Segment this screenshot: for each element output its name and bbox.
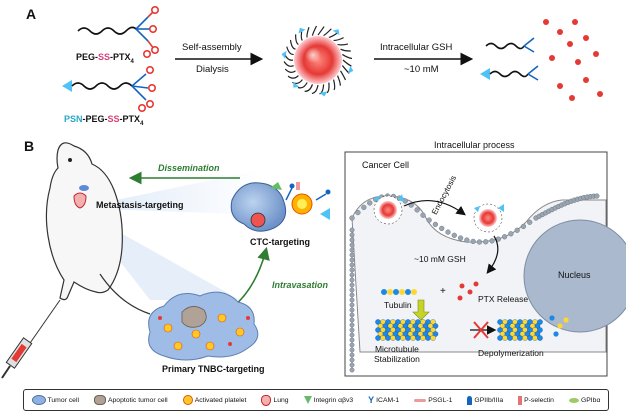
tubulin <box>381 289 417 295</box>
legend-item-platelet: Activated platelet <box>182 395 246 405</box>
nucleus <box>523 219 626 333</box>
ptx-release-label: PTX Release <box>478 294 529 304</box>
legend: Tumor cell Apoptotic tumor cell Activate… <box>23 389 609 411</box>
nucleus-label: Nucleus <box>558 270 591 280</box>
gpiib-icon <box>467 395 473 405</box>
apoptotic-cell-icon <box>93 395 106 405</box>
legend-item-p-selectin: P-selectin <box>518 395 554 405</box>
endocytosis-arrow <box>403 200 466 216</box>
self-assembly-label: Self-assembly <box>182 42 242 53</box>
psn-peg-ss-ptx-label: PSN-PEG-SS-PTX4 <box>64 114 144 127</box>
depolymerization-label: Depolymerization <box>478 348 544 358</box>
ctc-targeting-label: CTC-targeting <box>250 237 310 247</box>
light-beam-upper <box>78 170 260 215</box>
ptx-molecules <box>457 281 479 301</box>
mouse-illustration <box>45 142 151 315</box>
blocked-arrow <box>470 321 497 339</box>
legend-item-tumor-cell: Tumor cell <box>31 395 79 405</box>
legend-item-gpiib: GPIIb/IIIa <box>467 395 503 405</box>
tubulin-label: Tubulin <box>384 300 412 310</box>
legend-item-integrin: Integrin αβν3 <box>303 396 353 404</box>
platelet-icon <box>182 395 193 405</box>
p-selectin-icon <box>518 395 523 405</box>
intracellular-gsh-label: Intracellular GSH <box>380 42 453 53</box>
molecule-peg-ss-ptx <box>77 6 160 58</box>
down-arrow <box>412 299 430 321</box>
panel-b-label: B <box>24 138 35 154</box>
legend-item-apoptotic: Apoptotic tumor cell <box>93 395 168 405</box>
tumor-cell-icon <box>31 395 46 405</box>
gsh-concentration-label: ~10 mM <box>404 64 439 75</box>
micelle-outside <box>373 194 404 225</box>
primary-tnbc-label: Primary TNBC-targeting <box>162 364 265 374</box>
cancer-cell-label: Cancer Cell <box>362 160 410 170</box>
gsh-release-arrow <box>486 235 499 274</box>
microtubule-stabilization-label: Microtubule Stabilization <box>374 344 420 364</box>
legend-item-gpib: GPIbα <box>568 397 600 404</box>
dissemination-label: Dissemination <box>158 163 220 173</box>
metastasis-targeting-label: Metastasis-targeting <box>96 200 184 210</box>
plus-sign: + <box>440 286 446 297</box>
integrin-icon <box>303 396 312 404</box>
molecule-psn-peg-ss-ptx <box>62 66 157 113</box>
depolymerized-microtubule <box>497 315 569 341</box>
panel-a-label: A <box>26 6 37 22</box>
intracellular-title: Intracellular process <box>434 140 515 150</box>
gpib-icon <box>568 397 579 403</box>
released-products <box>480 19 603 101</box>
microtubule-bundle <box>375 319 439 341</box>
intravasation-label: Intravasation <box>272 280 329 290</box>
ctc-cluster <box>230 182 331 232</box>
peg-ss-ptx-label: PEG-SS-PTX4 <box>76 52 134 65</box>
icam-icon: Y <box>368 395 375 405</box>
dialysis-label: Dialysis <box>196 64 229 75</box>
syringe-icon <box>1 299 61 379</box>
micelle-inside <box>473 203 504 233</box>
gsh-label: ~10 mM GSH <box>414 254 466 264</box>
micelle <box>281 24 354 97</box>
legend-item-psgl: PSGL-1 <box>414 397 452 404</box>
primary-tumor <box>148 291 259 361</box>
lung-icon <box>261 394 272 406</box>
legend-item-lung: Lung <box>261 394 289 406</box>
psgl-icon <box>414 398 427 402</box>
membrane-lipids <box>349 193 600 373</box>
